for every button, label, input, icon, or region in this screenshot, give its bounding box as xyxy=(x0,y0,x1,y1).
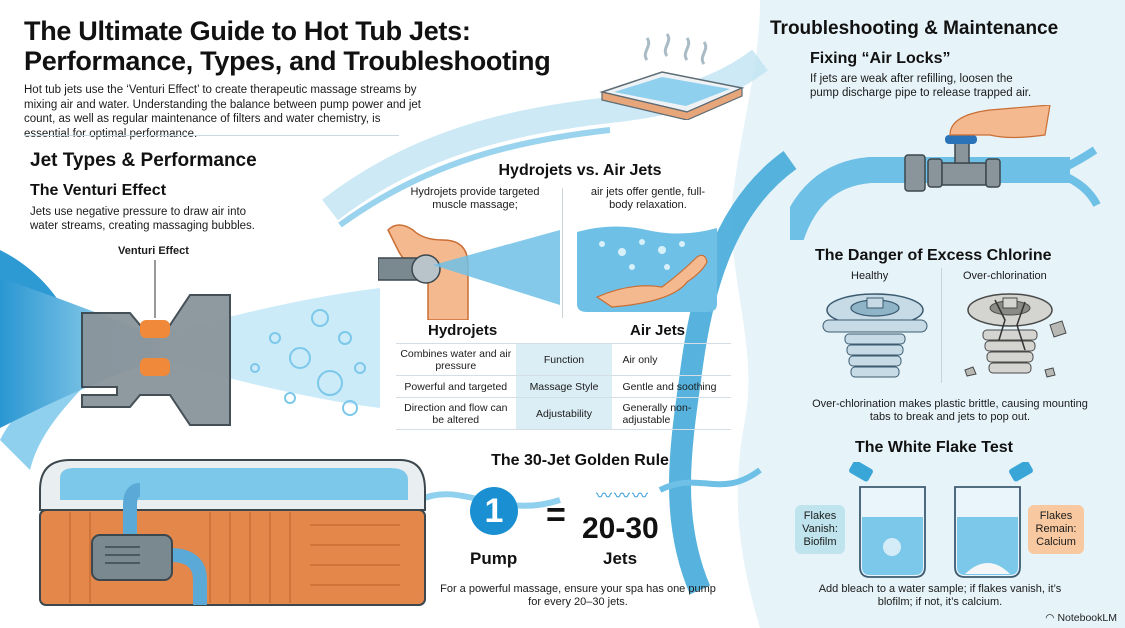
chlorine-divider xyxy=(941,268,942,383)
steaming-tub-icon xyxy=(599,33,745,120)
chlorine-text: Over-chlorination makes plastic brittle,… xyxy=(812,398,1088,423)
intro-text: Hot tub jets use the ‘Venturi Effect’ to… xyxy=(24,84,421,140)
pipe-valve-air-lock-illustration xyxy=(790,105,1101,240)
flake-test-text: Add bleach to a water sample; if flakes … xyxy=(818,583,1062,608)
golden-rule-text: For a powerful massage, ensure your spa … xyxy=(440,583,716,608)
table-cell-feature: Function xyxy=(515,343,613,376)
equals-sign: = xyxy=(546,496,566,534)
notebooklm-label: NotebookLM xyxy=(1057,612,1117,624)
section-heading-troubleshooting: Troubleshooting & Maintenance xyxy=(770,18,1059,39)
healthy-jet-fitting-icon xyxy=(822,293,928,378)
cracked-jet-fitting-icon xyxy=(964,293,1067,378)
air-locks-title: Fixing “Air Locks” xyxy=(810,50,951,67)
jet-spray-icon: 〰〰〰 xyxy=(596,488,651,505)
table-cell: Powerful and targeted xyxy=(396,375,516,398)
airjets-caption: air jets offer gentle, full-body relaxat… xyxy=(590,186,706,211)
page-title-line2: Performance, Types, and Troubleshooting xyxy=(24,46,551,76)
venturi-text: Jets use negative pressure to draw air i… xyxy=(30,206,255,232)
chlorine-title: The Danger of Excess Chlorine xyxy=(815,247,1052,264)
header-divider xyxy=(24,135,399,136)
hot-tub-with-pump-illustration xyxy=(39,459,426,606)
pump-count-circle: 1 xyxy=(470,487,518,535)
table-cell: Combines water and air pressure xyxy=(396,343,516,376)
notebooklm-logo-icon: ◠ xyxy=(1045,612,1055,624)
healthy-label: Healthy xyxy=(851,270,889,282)
notebooklm-branding: ◠ NotebookLM xyxy=(1045,612,1117,624)
venturi-title: The Venturi Effect xyxy=(30,182,167,199)
hydro-vs-air-title: Hydrojets vs. Air Jets xyxy=(498,162,662,179)
page-title-line1: The Ultimate Guide to Hot Tub Jets: xyxy=(24,16,471,46)
table-row: Powerful and targeted Massage Style Gent… xyxy=(396,375,731,398)
venturi-diagram-label: Venturi Effect xyxy=(118,245,189,257)
hydrojets-caption: Hydrojets provide targeted muscle massag… xyxy=(410,186,540,211)
badge-flakes-vanish: Flakes Vanish: Biofilm xyxy=(795,505,845,554)
jets-label: Jets xyxy=(603,549,638,568)
table-cell: Gentle and soothing xyxy=(612,375,731,398)
table-cell-feature: Massage Style xyxy=(515,375,613,398)
badge-flakes-remain: Flakes Remain: Calcium xyxy=(1028,505,1084,554)
airjet-relaxation-illustration xyxy=(577,226,717,312)
over-chlorination-label: Over-chlorination xyxy=(963,270,1047,282)
hydro-air-divider xyxy=(562,188,563,318)
air-locks-text: If jets are weak after refilling, loosen… xyxy=(810,73,1032,99)
table-row: Direction and flow can be altered Adjust… xyxy=(396,397,731,430)
table-cell: Air only xyxy=(612,343,731,376)
hydrojet-muscle-illustration xyxy=(378,224,560,320)
pump-label: Pump xyxy=(470,549,518,568)
jets-count: 20-30 xyxy=(582,512,659,545)
hydro-air-comparison-table: Combines water and air pressure Function… xyxy=(396,343,731,430)
col-header-hydrojets: Hydrojets xyxy=(428,322,498,339)
flake-test-beakers-illustration xyxy=(849,462,1033,578)
table-cell: Direction and flow can be altered xyxy=(396,397,516,430)
golden-rule-title: The 30-Jet Golden Rule xyxy=(491,452,669,469)
section-heading-jet-types: Jet Types & Performance xyxy=(30,150,257,171)
table-row: Combines water and air pressure Function… xyxy=(396,343,731,376)
flake-test-title: The White Flake Test xyxy=(855,439,1013,456)
table-cell: Generally non-adjustable xyxy=(612,397,731,430)
table-cell-feature: Adjustability xyxy=(515,397,613,430)
venturi-nozzle-diagram xyxy=(0,260,380,428)
col-header-airjets: Air Jets xyxy=(630,322,686,339)
